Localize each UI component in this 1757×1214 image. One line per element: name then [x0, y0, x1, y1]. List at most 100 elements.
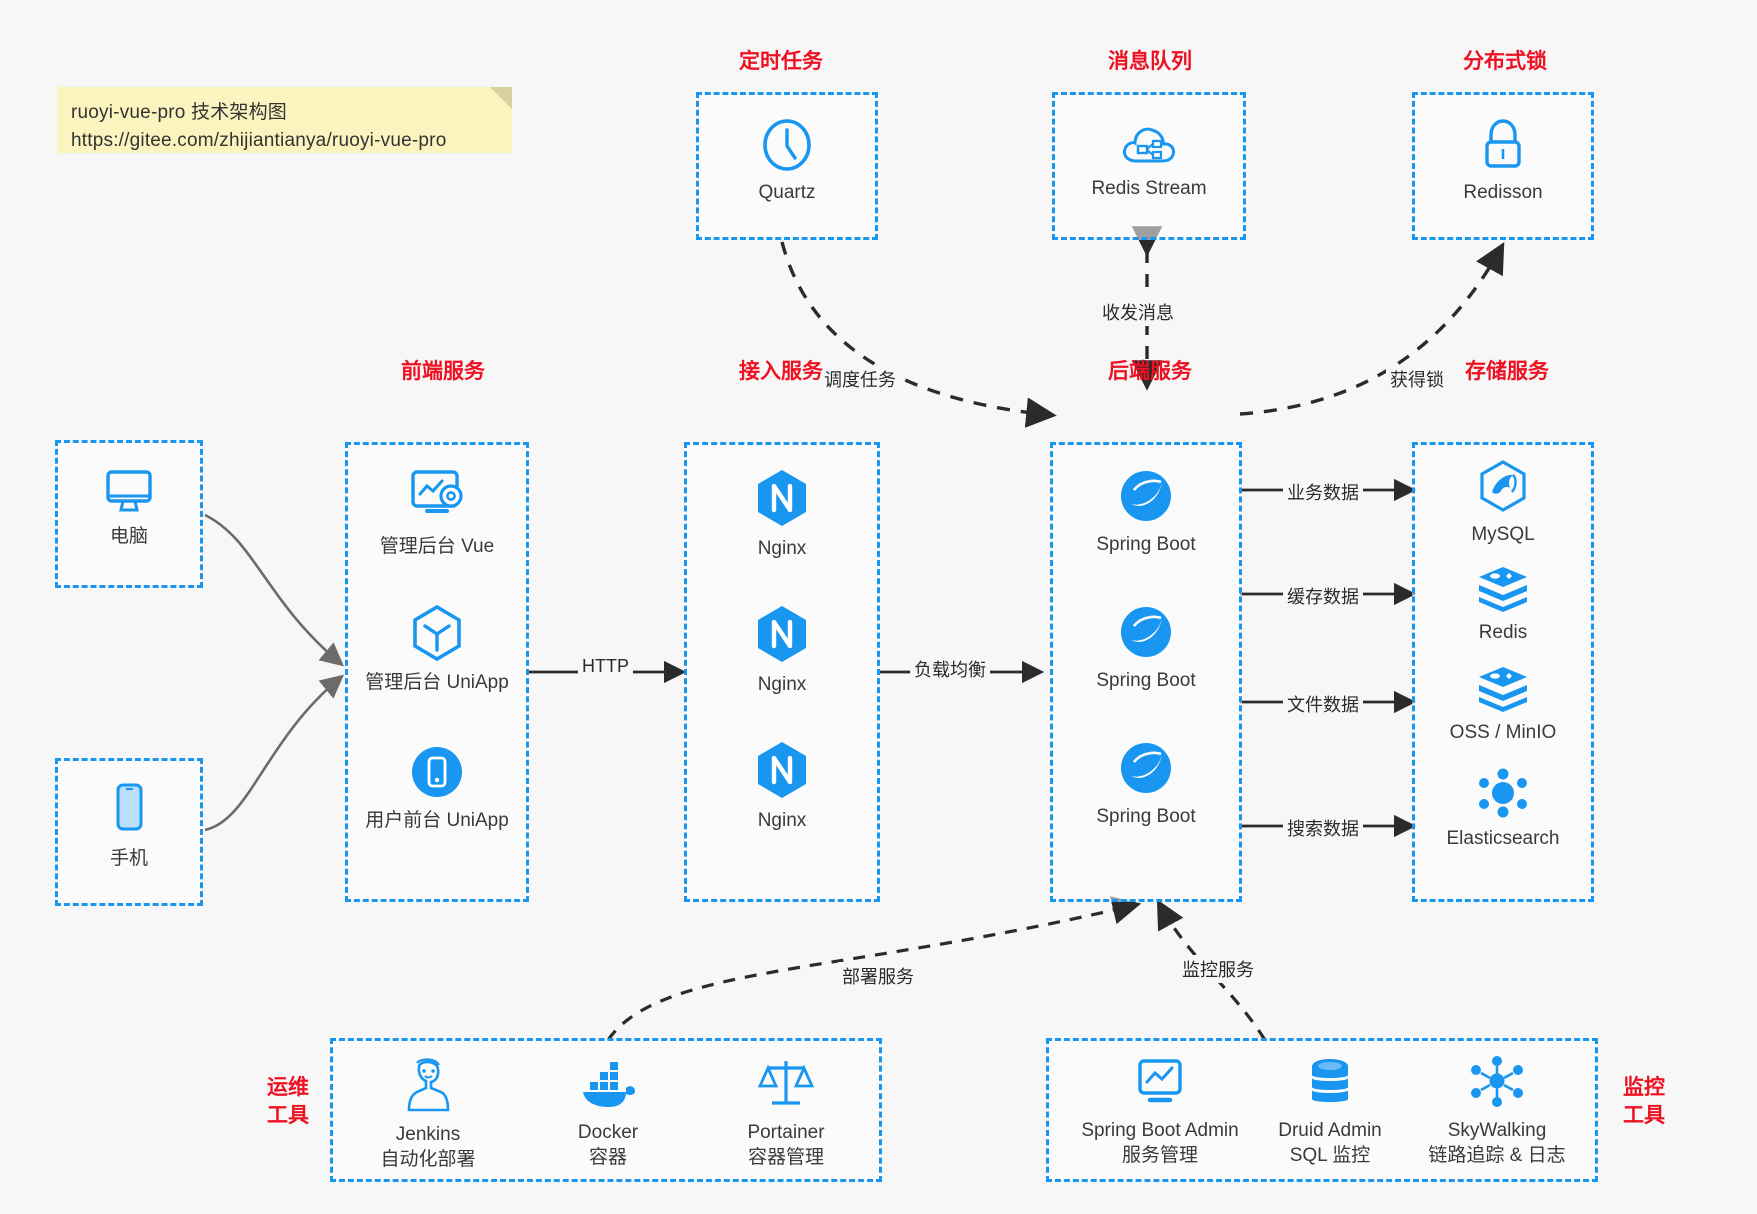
node-admin-vue[interactable]: 管理后台 Vue	[348, 465, 526, 560]
node-label: Spring Boot	[1096, 534, 1196, 555]
node-label: Redis	[1478, 622, 1528, 643]
node-label: 用户前台 UniApp	[365, 810, 509, 831]
node-elasticsearch[interactable]: Elasticsearch	[1415, 767, 1591, 852]
node-mysql[interactable]: MySQL	[1415, 459, 1591, 548]
node-label: 手机	[109, 848, 148, 869]
node-spring-boot-3[interactable]: Spring Boot	[1053, 739, 1239, 830]
node-nginx-1[interactable]: Nginx	[687, 467, 877, 562]
node-label: Spring Boot	[1096, 806, 1196, 827]
node-label: Spring Boot Admin	[1081, 1120, 1239, 1141]
redis-icon	[1479, 667, 1527, 712]
node-label: Docker	[577, 1122, 639, 1143]
group-title-monitor: 监控 工具	[1612, 1074, 1676, 1131]
node-label: MySQL	[1471, 524, 1535, 545]
node-nginx-3[interactable]: Nginx	[687, 739, 877, 834]
group-devops-tools: Jenkins 自动化部署 Docker 容器	[330, 1038, 882, 1182]
group-message-queue: Redis Stream	[1052, 92, 1246, 240]
note-fold-corner	[490, 87, 512, 109]
node-label: Elasticsearch	[1446, 828, 1560, 849]
diagram-note: ruoyi-vue-pro 技术架构图 https://gitee.com/zh…	[57, 87, 512, 153]
edge-label-business-data: 业务数据	[1283, 478, 1363, 506]
node-spring-boot-1[interactable]: Spring Boot	[1053, 467, 1239, 558]
database-stack-icon	[1312, 1059, 1348, 1102]
node-redis[interactable]: Redis	[1415, 563, 1591, 646]
phone-app-icon	[412, 747, 462, 797]
edge-label-search-data: 搜索数据	[1283, 814, 1363, 842]
nginx-icon	[758, 606, 806, 662]
cloud-stream-icon	[1123, 127, 1175, 163]
monitor-dashboard-icon	[1138, 1059, 1182, 1103]
node-sublabel: 服务管理	[1121, 1144, 1198, 1166]
node-docker[interactable]: Docker 容器	[523, 1057, 693, 1170]
group-title-distributed-lock: 分布式锁	[1463, 50, 1547, 73]
group-frontend: 管理后台 Vue 管理后台 UniApp 用户前台 UniApp	[345, 442, 529, 902]
node-label: Druid Admin	[1278, 1120, 1382, 1141]
edge-label-deploy-service: 部署服务	[838, 962, 918, 990]
node-label: Nginx	[757, 674, 807, 695]
group-scheduled-task: Quartz	[696, 92, 878, 240]
node-label: Spring Boot	[1096, 670, 1196, 691]
group-title-frontend: 前端服务	[401, 360, 485, 383]
node-mobile[interactable]: 手机	[58, 781, 200, 872]
spring-boot-icon	[1121, 743, 1171, 793]
nginx-icon	[758, 470, 806, 526]
node-sublabel: SQL 监控	[1289, 1144, 1371, 1166]
edge-label-schedule-task: 调度任务	[820, 365, 900, 393]
node-skywalking[interactable]: SkyWalking 链路追踪 & 日志	[1397, 1055, 1597, 1168]
node-sublabel: 自动化部署	[380, 1148, 476, 1170]
monitor-title-line-2: 工具	[1623, 1104, 1665, 1128]
node-redisson[interactable]: Redisson	[1415, 117, 1591, 206]
node-druid-admin[interactable]: Druid Admin SQL 监控	[1245, 1055, 1415, 1168]
node-label: 电脑	[109, 526, 148, 547]
skywalking-icon	[1471, 1056, 1523, 1107]
nginx-icon	[758, 742, 806, 798]
node-desktop[interactable]: 电脑	[58, 465, 200, 550]
elasticsearch-icon	[1479, 768, 1527, 818]
node-label: Quartz	[758, 182, 816, 203]
spring-boot-icon	[1121, 471, 1171, 521]
group-client-mobile: 手机	[55, 758, 203, 906]
edge-label-cache-data: 缓存数据	[1283, 582, 1363, 610]
group-title-message-queue: 消息队列	[1108, 50, 1192, 73]
mysql-icon	[1480, 460, 1526, 512]
node-oss-minio[interactable]: OSS / MinIO	[1415, 663, 1591, 746]
node-quartz[interactable]: Quartz	[699, 117, 875, 206]
edge-label-monitor-service: 监控服务	[1178, 955, 1258, 983]
dashboard-settings-icon	[411, 470, 463, 513]
edge-label-http: HTTP	[578, 655, 633, 678]
node-label: Nginx	[757, 538, 807, 559]
node-spring-boot-admin[interactable]: Spring Boot Admin 服务管理	[1055, 1055, 1265, 1168]
note-line-1: ruoyi-vue-pro 技术架构图	[71, 102, 288, 123]
cube-icon	[413, 604, 461, 662]
node-label: Redisson	[1463, 182, 1543, 203]
group-monitor-tools: Spring Boot Admin 服务管理 Druid Admin SQL 监…	[1046, 1038, 1598, 1182]
node-label: SkyWalking	[1447, 1120, 1547, 1141]
edge-label-load-balance: 负载均衡	[910, 655, 990, 683]
group-gateway: Nginx Nginx Nginx	[684, 442, 880, 902]
node-portainer[interactable]: Portainer 容器管理	[701, 1055, 871, 1170]
monitor-title-line-1: 监控	[1623, 1076, 1665, 1099]
desktop-icon	[106, 470, 152, 512]
node-jenkins[interactable]: Jenkins 自动化部署	[343, 1055, 513, 1172]
node-sublabel: 链路追踪 & 日志	[1428, 1144, 1566, 1166]
node-sublabel: 容器管理	[747, 1146, 824, 1168]
node-spring-boot-2[interactable]: Spring Boot	[1053, 603, 1239, 694]
node-redis-stream[interactable]: Redis Stream	[1055, 121, 1243, 202]
clock-icon	[763, 119, 811, 171]
redis-icon	[1479, 567, 1527, 612]
node-nginx-2[interactable]: Nginx	[687, 603, 877, 698]
group-title-storage: 存储服务	[1465, 360, 1549, 383]
mobile-icon	[116, 783, 143, 831]
portainer-icon	[757, 1061, 815, 1105]
edge-label-send-receive-message: 收发消息	[1098, 298, 1178, 326]
node-sublabel: 容器	[588, 1146, 627, 1168]
node-admin-uniapp[interactable]: 管理后台 UniApp	[348, 603, 526, 696]
group-client-desktop: 电脑	[55, 440, 203, 588]
group-title-scheduled-task: 定时任务	[739, 50, 823, 73]
group-title-devops: 运维 工具	[256, 1074, 320, 1131]
node-label: Nginx	[757, 810, 807, 831]
group-title-gateway: 接入服务	[739, 360, 823, 383]
group-distributed-lock: Redisson	[1412, 92, 1594, 240]
node-user-uniapp[interactable]: 用户前台 UniApp	[348, 743, 526, 834]
